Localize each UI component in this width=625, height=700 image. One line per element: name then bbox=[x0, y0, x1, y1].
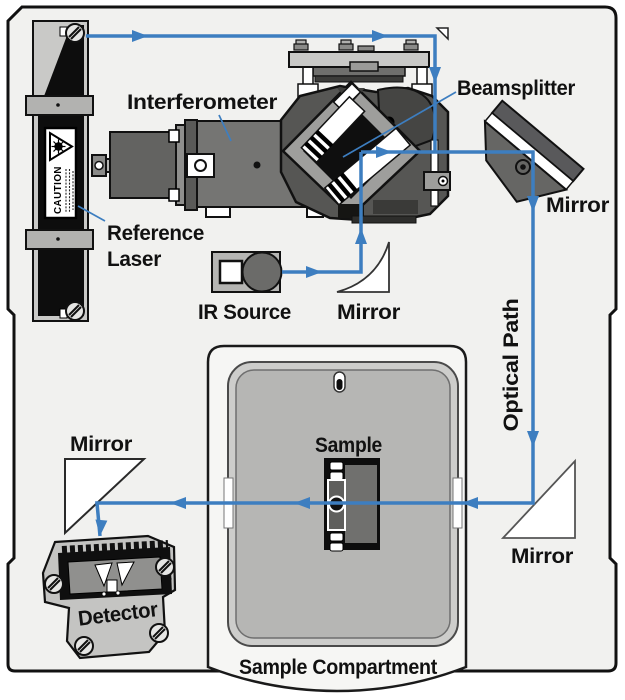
body-foot bbox=[205, 206, 231, 218]
interferometer-left-block bbox=[109, 131, 177, 199]
caution-fine-print bbox=[65, 169, 74, 212]
detector-element-right bbox=[116, 561, 135, 587]
detector-recess bbox=[67, 556, 163, 595]
laser-burst-rays bbox=[51, 139, 66, 154]
label-mirror-bottom-left: Mirror bbox=[70, 433, 132, 456]
laser-beam-path bbox=[86, 34, 437, 152]
detector-element-center bbox=[106, 579, 118, 593]
beamsplitter-leader-line bbox=[342, 91, 457, 158]
label-mirror-center: Mirror bbox=[337, 301, 400, 324]
label-mirror-top-right: Mirror bbox=[546, 194, 609, 217]
mount-bolt-icon bbox=[293, 39, 419, 52]
beamsplitter-plate-upper bbox=[300, 95, 366, 164]
detector bbox=[41, 534, 177, 660]
clamp-hole bbox=[194, 159, 207, 172]
ir-source-emitter bbox=[241, 251, 283, 293]
detector-lead bbox=[115, 590, 121, 596]
label-interferometer: Interferometer bbox=[127, 91, 277, 114]
reference-laser-leader-line bbox=[77, 205, 106, 222]
sample-slot-icon bbox=[329, 542, 344, 552]
screw-icon bbox=[65, 23, 85, 43]
mount-stack bbox=[349, 61, 379, 72]
screw-icon bbox=[149, 623, 169, 643]
mirror-target-ring bbox=[515, 159, 531, 175]
detector-element-left bbox=[94, 562, 113, 588]
mirror-bottom-right-shape bbox=[500, 458, 576, 539]
interferometer-leader-line bbox=[218, 114, 232, 142]
ir-source bbox=[211, 251, 283, 293]
bracket-pin bbox=[56, 237, 60, 241]
beamsplitter-assembly bbox=[279, 39, 457, 224]
label-sample: Sample bbox=[315, 434, 382, 457]
lid-latch-knob bbox=[336, 379, 343, 390]
bracket-pin bbox=[56, 103, 60, 107]
side-bracket-pin bbox=[441, 179, 445, 183]
caution-text: CAUTION bbox=[53, 166, 64, 214]
rod-end-hole bbox=[94, 160, 104, 171]
sample-slot-icon bbox=[329, 461, 344, 471]
label-reference-laser-line2: Laser bbox=[107, 248, 161, 271]
label-beamsplitter: Beamsplitter bbox=[457, 77, 575, 100]
sample-compartment bbox=[206, 344, 468, 693]
screw-icon bbox=[155, 557, 175, 577]
mirror-center-curved bbox=[336, 241, 390, 293]
flange-tab bbox=[168, 129, 180, 143]
ir-source-window bbox=[218, 259, 244, 285]
sample-slot-icon bbox=[329, 471, 344, 481]
label-mirror-bottom-right: Mirror bbox=[511, 545, 573, 568]
output-beam-path bbox=[95, 150, 535, 537]
label-ir-source: IR Source bbox=[198, 301, 291, 324]
detector-lead bbox=[101, 591, 107, 597]
base-rail bbox=[351, 215, 417, 224]
screw-icon bbox=[44, 574, 64, 594]
screw-icon bbox=[74, 636, 94, 656]
heatsink-fins-icon bbox=[61, 540, 169, 554]
caution-label: CAUTION bbox=[43, 126, 78, 220]
label-reference-laser-line1: Reference bbox=[107, 222, 204, 245]
mount-underbar-dark bbox=[314, 75, 404, 83]
mirror-target-dot bbox=[520, 164, 526, 170]
optical-beam-paths bbox=[86, 27, 539, 537]
label-optical-path: Optical Path bbox=[500, 299, 523, 432]
sample-slot-icon bbox=[329, 532, 344, 542]
screw-icon bbox=[65, 301, 85, 321]
flange-tab bbox=[168, 188, 180, 202]
mirror-body bbox=[483, 119, 569, 203]
mirror-bottom-left-shape bbox=[64, 458, 147, 536]
reference-laser: CAUTION bbox=[25, 20, 106, 322]
base-foot-right bbox=[373, 200, 418, 214]
label-sample-compartment: Sample Compartment bbox=[239, 656, 437, 679]
body-pin bbox=[253, 161, 261, 169]
base-block bbox=[338, 204, 364, 218]
plate-pin bbox=[168, 577, 172, 581]
beam-corner-marker bbox=[435, 27, 449, 41]
